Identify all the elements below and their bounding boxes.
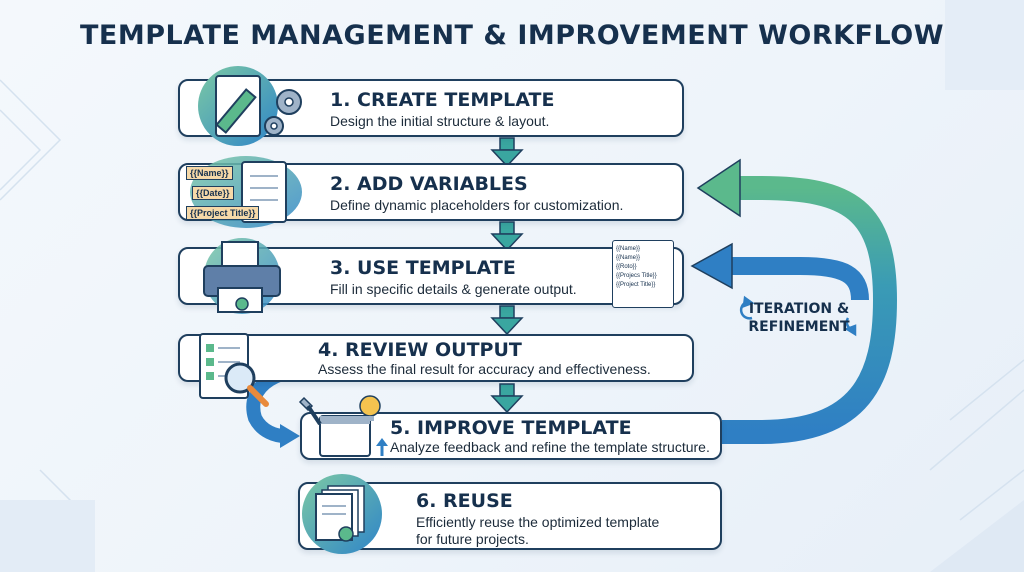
doc-line: {{Name}} <box>616 246 641 252</box>
doc-line: {{Roto}} <box>616 264 637 270</box>
document-stack-icon <box>302 474 382 554</box>
output-document-icon: {{Name}} {{Name}} {{Roto}} {{Projecs Tit… <box>612 240 674 308</box>
step-title: 5. IMPROVE TEMPLATE <box>390 417 632 439</box>
doc-line: {{Name}} <box>616 255 641 261</box>
doc-line: {{Project Title}} <box>616 282 656 288</box>
iteration-label-line2: REFINEMENT <box>748 319 850 335</box>
iteration-label-line1: ITERATION & <box>748 301 850 317</box>
step-title: 2. ADD VARIABLES <box>330 173 528 195</box>
down-arrow-2-3 <box>490 221 524 252</box>
step-description-line1: Efficiently reuse the optimized template <box>416 514 660 530</box>
refresh-cycle-icon <box>739 295 857 337</box>
down-arrow-4-5 <box>490 383 524 414</box>
step-title: 6. REUSE <box>416 490 513 512</box>
down-arrow-1-2 <box>490 137 524 168</box>
step-description: Assess the final result for accuracy and… <box>318 361 651 377</box>
variable-tag-date: {{Date}} <box>192 186 234 200</box>
step-description: Fill in specific details & generate outp… <box>330 281 577 297</box>
page-title: TEMPLATE MANAGEMENT & IMPROVEMENT WORKFL… <box>80 20 944 51</box>
step-description: Define dynamic placeholders for customiz… <box>330 197 624 213</box>
pencil-gear-icon <box>198 66 302 146</box>
refine-arrow-to-step3 <box>690 242 869 301</box>
iteration-loop-arrow <box>696 158 898 444</box>
iteration-refinement-label: ITERATION & REFINEMENT <box>744 300 854 336</box>
variable-tag-name: {{Name}} <box>186 166 233 180</box>
step-title: 4. REVIEW OUTPUT <box>318 339 522 361</box>
variables-document-icon: {{Name}} {{Date}} {{Project Title}} <box>184 154 306 230</box>
step-description: Analyze feedback and refine the template… <box>390 439 710 455</box>
doc-line: {{Projecs Title}} <box>616 273 657 279</box>
printer-icon <box>203 238 281 314</box>
step-title: 1. CREATE TEMPLATE <box>330 89 555 111</box>
step-title: 3. USE TEMPLATE <box>330 257 516 279</box>
step-description-line2: for future projects. <box>416 531 529 547</box>
variable-tag-project-title: {{Project Title}} <box>186 206 260 220</box>
down-arrow-3-4 <box>490 305 524 336</box>
wrench-lightbulb-icon <box>298 395 388 457</box>
step-review-output: 4. REVIEW OUTPUT Assess the final result… <box>178 334 694 382</box>
step-description: Design the initial structure & layout. <box>330 113 550 129</box>
checklist-magnifier-icon <box>199 333 269 407</box>
